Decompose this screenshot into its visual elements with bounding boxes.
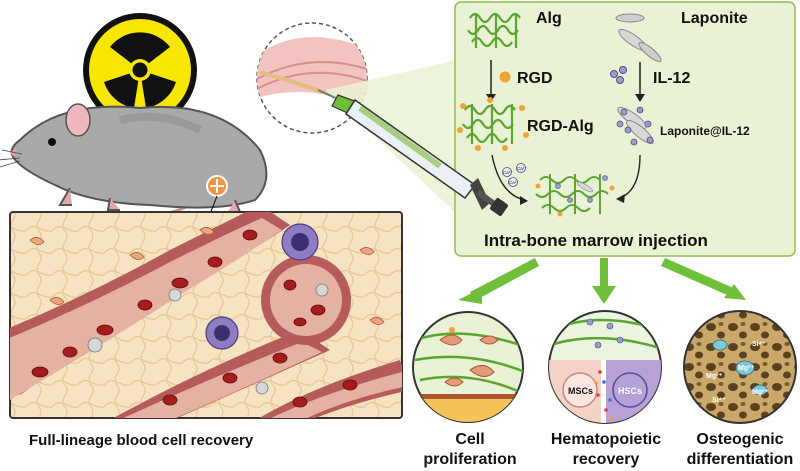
outcome-label: Osteogenic bbox=[696, 431, 783, 448]
rgd-dot-icon bbox=[499, 71, 511, 83]
bone-marrow-tissue-illustration bbox=[9, 211, 403, 419]
ion-label: Mg²⁺ bbox=[752, 389, 768, 396]
laponite-label: Laponite bbox=[681, 10, 748, 27]
rgd-alg-icon bbox=[457, 97, 529, 151]
laponite-disk-icon bbox=[615, 13, 662, 63]
il12-molecule-icon bbox=[610, 66, 627, 84]
alg-polymer-icon bbox=[467, 12, 521, 48]
injection-site-icon bbox=[206, 175, 228, 197]
mouse-icon bbox=[0, 103, 268, 220]
syringe-icon bbox=[317, 89, 508, 216]
msc-label: MSCs bbox=[568, 386, 593, 396]
outcome-label: Hematopoietic bbox=[551, 431, 661, 448]
osteogenic-differentiation-circle: Mg²⁺ Mg²⁺ Mg²⁺ Si⁴⁺ Si⁴⁺ bbox=[683, 310, 797, 424]
outcome-arrows bbox=[458, 258, 746, 304]
laponite-il12-label: Laponite@IL-12 bbox=[660, 124, 750, 138]
rgd-alg-label: RGD-Alg bbox=[527, 118, 594, 135]
ion-label: Mg²⁺ bbox=[706, 373, 722, 380]
radiation-hazard-icon bbox=[83, 13, 197, 127]
outcome-label: differentiation bbox=[687, 451, 794, 468]
hematopoietic-recovery-circle: MSCs HSCs bbox=[548, 310, 662, 424]
ca-ions-icon: Ca²⁺ Ca²⁺ Ca²⁺ bbox=[502, 163, 527, 187]
ion-label: Si⁴⁺ bbox=[752, 341, 766, 348]
outcome-label: proliferation bbox=[423, 451, 516, 468]
svg-text:Ca²⁺: Ca²⁺ bbox=[509, 180, 519, 185]
il12-label: IL-12 bbox=[653, 70, 690, 87]
svg-text:Ca²⁺: Ca²⁺ bbox=[517, 166, 527, 171]
rgd-label: RGD bbox=[517, 70, 553, 87]
outcome-label: recovery bbox=[573, 451, 640, 468]
hsc-label: HSCs bbox=[618, 386, 642, 396]
cell-proliferation-circle bbox=[412, 311, 524, 423]
svg-text:Ca²⁺: Ca²⁺ bbox=[503, 170, 513, 175]
outcome-label: Cell bbox=[455, 431, 484, 448]
hydrogel-network-icon bbox=[535, 174, 615, 217]
laponite-il12-icon bbox=[616, 106, 654, 146]
tissue-caption: Full-lineage blood cell recovery bbox=[29, 432, 254, 449]
ion-label: Mg²⁺ bbox=[738, 365, 754, 372]
ion-label: Si⁴⁺ bbox=[712, 397, 726, 404]
injection-title: Intra-bone marrow injection bbox=[484, 231, 708, 250]
alg-label: Alg bbox=[536, 10, 562, 27]
